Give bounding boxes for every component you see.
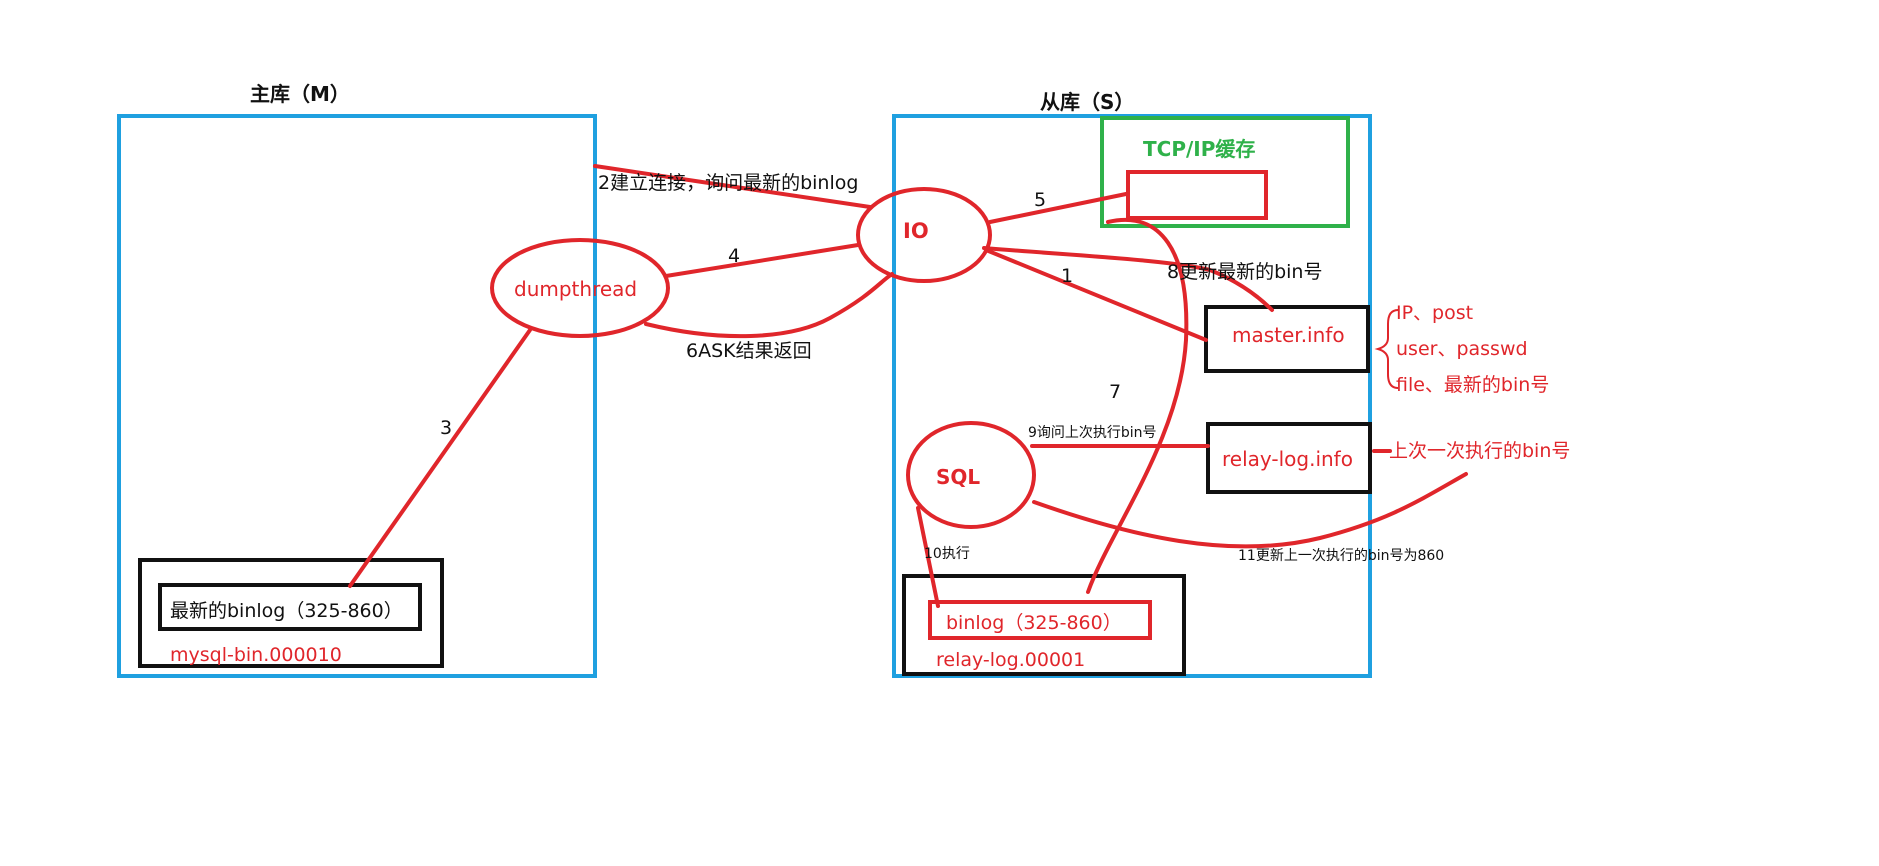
line-step-10 bbox=[916, 506, 940, 608]
step-9-label: 9询问上次执行bin号 bbox=[1028, 425, 1157, 441]
tcp-cache-box bbox=[1100, 116, 1350, 228]
master-binlog-inner-box bbox=[158, 583, 422, 631]
sql-thread-ellipse bbox=[906, 421, 1036, 529]
tcp-cache-slot bbox=[1126, 170, 1268, 220]
master-title: 主库（M） bbox=[250, 82, 350, 106]
relay-log-info-label: relay-log.info bbox=[1222, 447, 1353, 471]
relay-info-note: 上次一次执行的bin号 bbox=[1389, 440, 1570, 462]
master-binlog-file: mysql-bin.000010 bbox=[170, 644, 342, 666]
step-5-label: 5 bbox=[1034, 189, 1046, 211]
master-info-label: master.info bbox=[1232, 323, 1345, 347]
relay-binlog-box bbox=[928, 600, 1152, 640]
step-3-label: 3 bbox=[440, 417, 452, 439]
master-binlog-label: 最新的binlog（325-860） bbox=[170, 600, 403, 622]
master-info-brace bbox=[1374, 309, 1399, 389]
line-step-8 bbox=[982, 246, 1274, 312]
tcp-cache-label: TCP/IP缓存 bbox=[1143, 137, 1255, 161]
relay-log-file: relay-log.00001 bbox=[936, 649, 1085, 671]
line-step-6 bbox=[644, 272, 894, 339]
relay-log-info-box bbox=[1206, 422, 1372, 494]
dumpthread-label: dumpthread bbox=[514, 277, 637, 301]
master-info-note-2: user、passwd bbox=[1396, 338, 1528, 360]
step-7-label: 7 bbox=[1109, 381, 1121, 403]
line-step-2 bbox=[593, 164, 872, 209]
step-8-label: 8更新最新的bin号 bbox=[1167, 261, 1322, 283]
master-container bbox=[117, 114, 597, 678]
step-2-label: 2建立连接，询问最新的binlog bbox=[598, 172, 858, 194]
master-binlog-outer-box bbox=[138, 558, 444, 668]
step-4-label: 4 bbox=[728, 245, 740, 267]
relay-log-outer-box bbox=[902, 574, 1186, 676]
io-thread-ellipse bbox=[856, 187, 992, 283]
step-1-label: 1 bbox=[1061, 265, 1073, 287]
step-11-label: 11更新上一次执行的bin号为860 bbox=[1238, 548, 1444, 564]
dumpthread-ellipse bbox=[490, 238, 670, 338]
line-step-11 bbox=[1032, 472, 1468, 549]
step-6-label: 6ASK结果返回 bbox=[686, 340, 812, 362]
master-info-note-3: file、最新的bin号 bbox=[1396, 374, 1549, 396]
line-step-3 bbox=[348, 328, 532, 588]
line-step-7 bbox=[1086, 218, 1189, 594]
step-10-label: 10执行 bbox=[924, 546, 970, 562]
slave-title: 从库（S） bbox=[1040, 90, 1134, 114]
master-info-note-1: IP、post bbox=[1396, 302, 1473, 324]
line-step-5 bbox=[988, 192, 1128, 224]
relay-binlog-label: binlog（325-860） bbox=[946, 612, 1122, 634]
line-step-4 bbox=[664, 243, 860, 278]
line-step-1 bbox=[984, 248, 1208, 342]
io-thread-label: IO bbox=[903, 219, 929, 243]
sql-thread-label: SQL bbox=[936, 465, 980, 489]
